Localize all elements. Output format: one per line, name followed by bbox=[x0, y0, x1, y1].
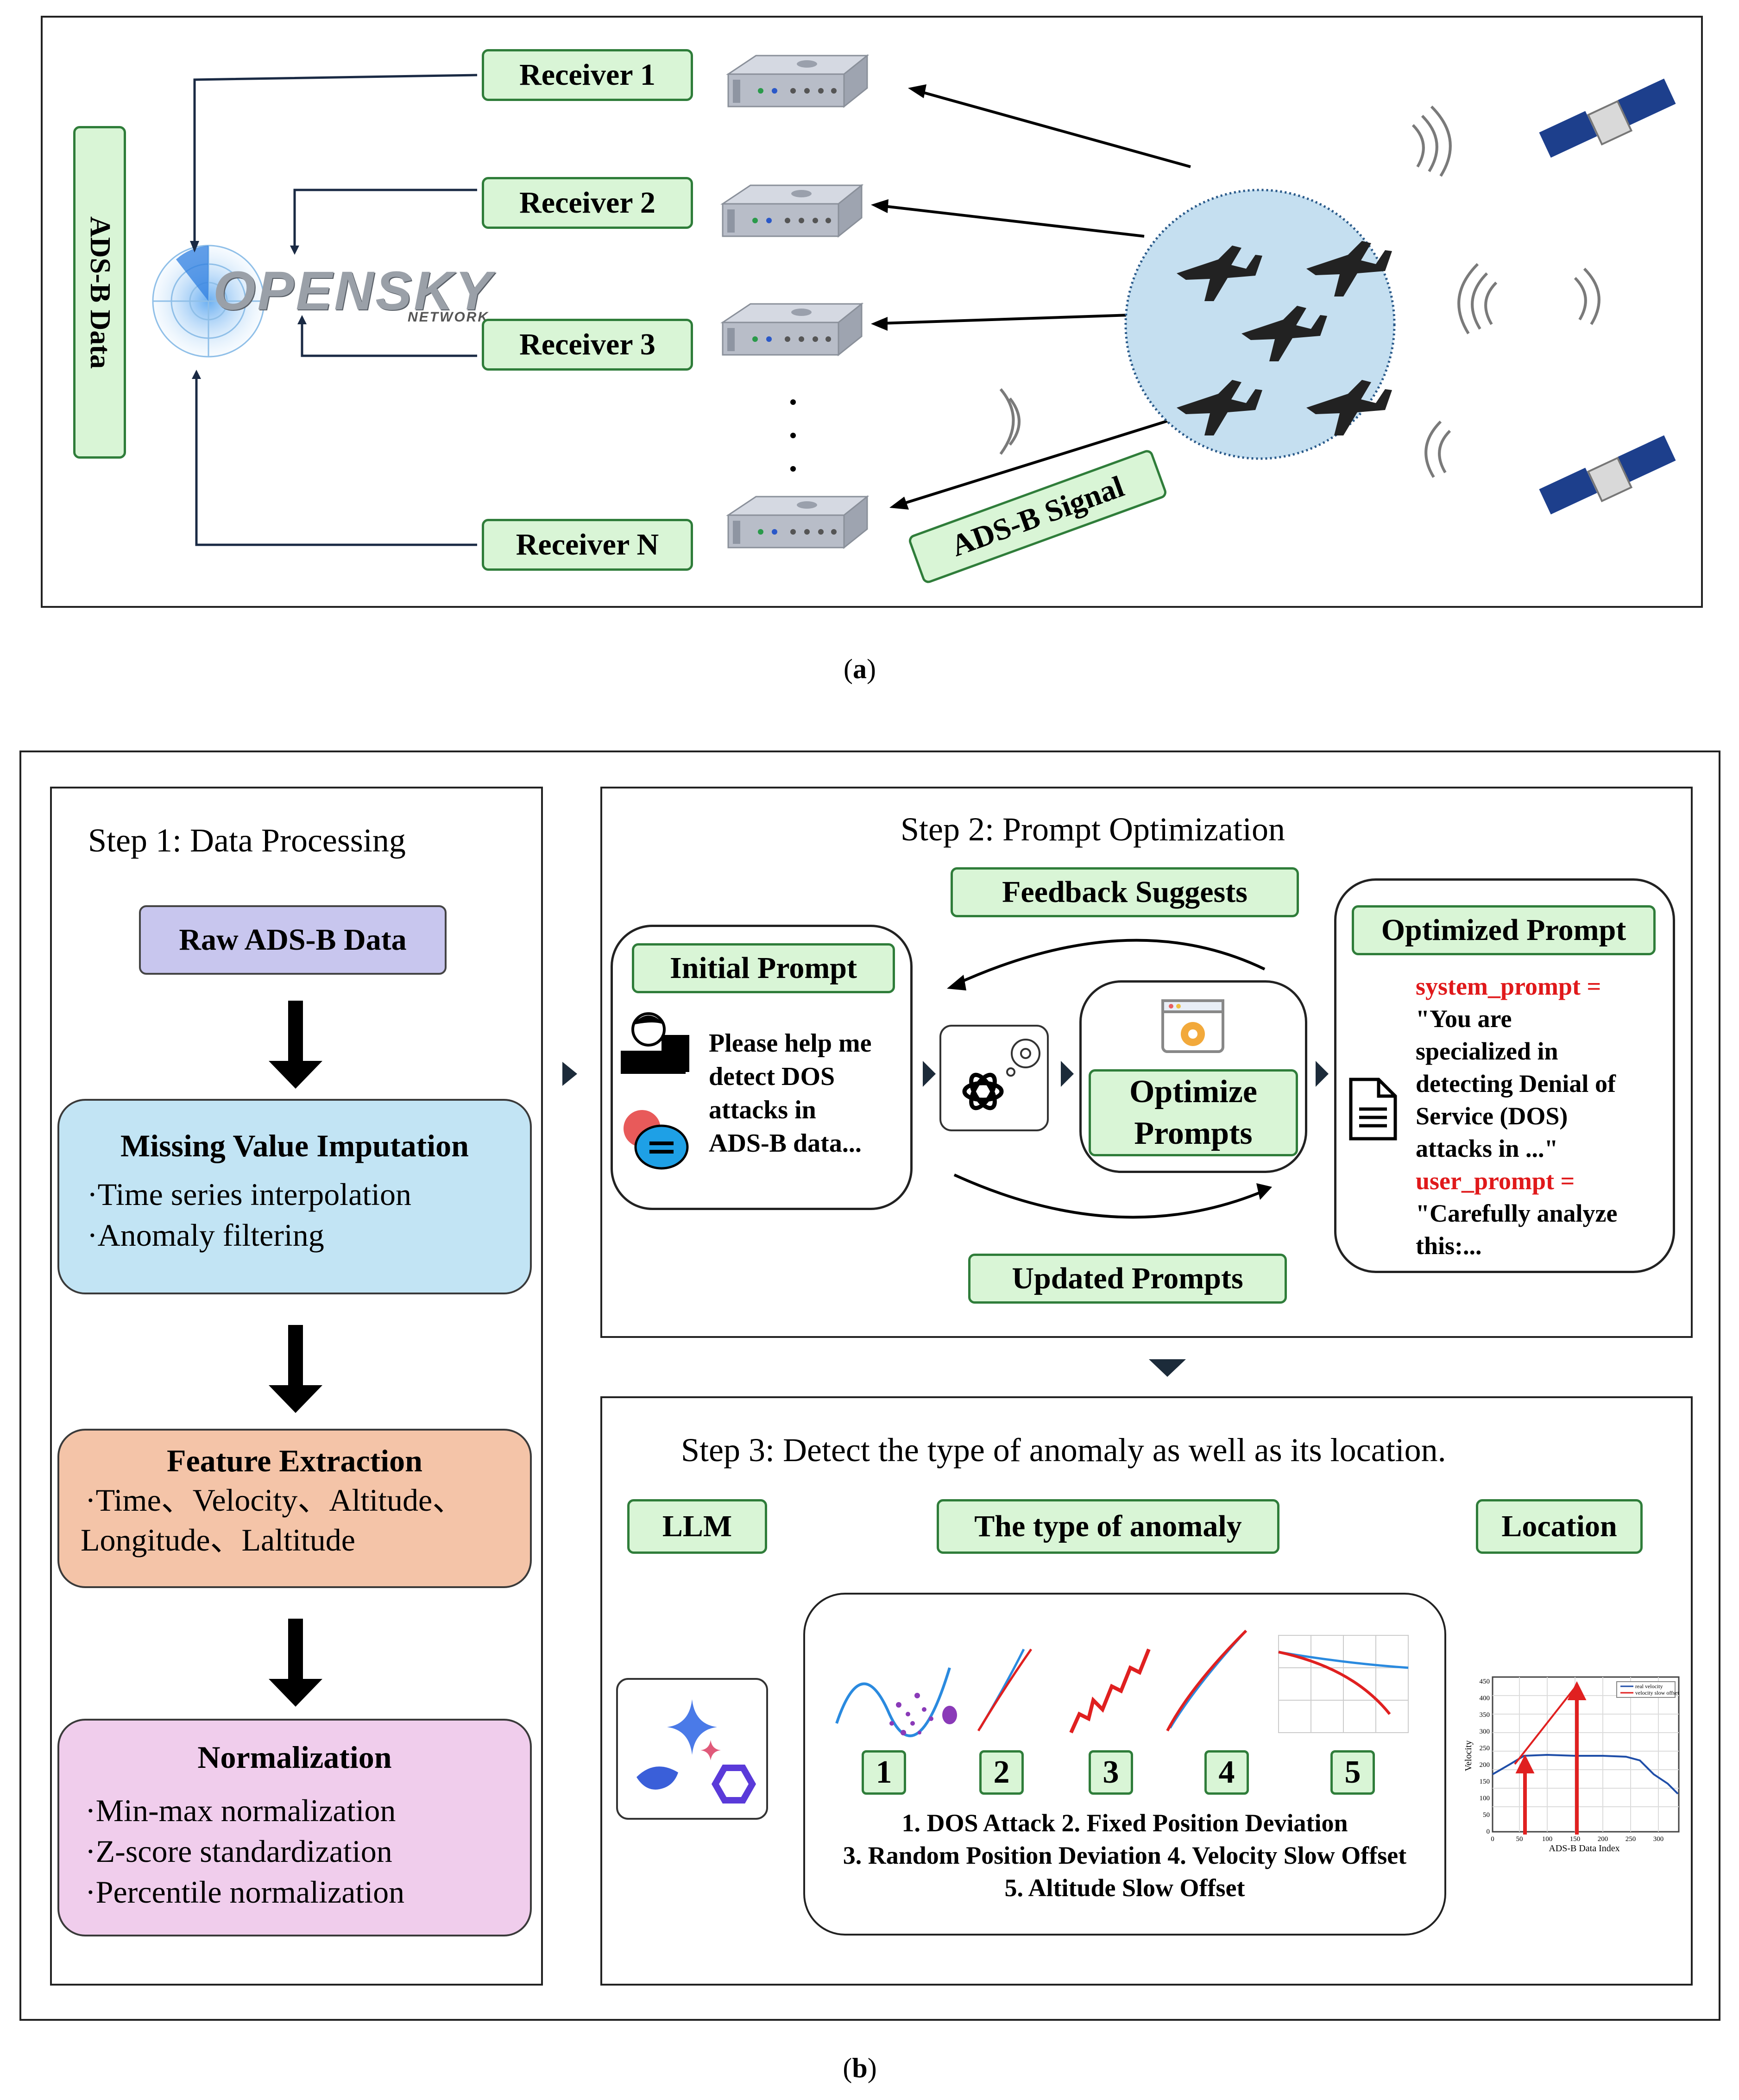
llm-box: LLM bbox=[627, 1499, 767, 1554]
receiver-3-box: Receiver 3 bbox=[482, 319, 693, 371]
chart-ytick: 300 bbox=[1480, 1728, 1490, 1735]
deepseek-icon bbox=[636, 1766, 678, 1790]
panel-a-frame bbox=[41, 16, 1703, 608]
ads-b-data-box: ADS-B Data bbox=[73, 126, 126, 459]
chatgpt-icon-box bbox=[939, 1025, 1049, 1131]
satellite-icon bbox=[1539, 78, 1676, 158]
chart-xtick: 200 bbox=[1598, 1835, 1608, 1843]
normalization-item: ·Percentile normalization bbox=[85, 1874, 405, 1910]
initial-prompt-text: Please help me detect DOS attacks in ADS… bbox=[709, 1029, 872, 1158]
anomaly-number-1: 1 bbox=[862, 1750, 906, 1795]
chart-xtick: 50 bbox=[1516, 1835, 1523, 1843]
document-icon bbox=[1349, 1078, 1397, 1141]
chart-ytick: 250 bbox=[1480, 1745, 1490, 1752]
chart-ytick: 400 bbox=[1480, 1695, 1490, 1702]
opensky-logo-text: OPENSKY bbox=[213, 260, 494, 322]
chart-xtick: 250 bbox=[1626, 1835, 1636, 1843]
settings-window-icon bbox=[1161, 999, 1224, 1053]
updated-prompts-label: Updated Prompts bbox=[1012, 1261, 1243, 1295]
missing-value-title: Missing Value Imputation bbox=[120, 1128, 469, 1163]
anomaly-number-3: 3 bbox=[1089, 1750, 1133, 1795]
location-label: Location bbox=[1501, 1509, 1617, 1543]
raw-data-box: Raw ADS-B Data bbox=[139, 905, 447, 975]
anomaly-number-2: 2 bbox=[979, 1750, 1024, 1795]
receiver-n-label: Receiver N bbox=[516, 528, 659, 561]
optimized-prompt-title-box: Optimized Prompt bbox=[1352, 905, 1656, 955]
feature-extraction-title: Feature Extraction bbox=[166, 1443, 423, 1478]
chart-ytick: 150 bbox=[1480, 1778, 1490, 1785]
chart-ytick: 450 bbox=[1480, 1678, 1490, 1685]
chart-xtick: 150 bbox=[1570, 1835, 1581, 1843]
optimize-prompts-label: Prompts bbox=[1134, 1116, 1253, 1151]
opensky-logo-subtext: NETWORK bbox=[408, 309, 489, 325]
feature-extraction-item: Longitude、Laltitude bbox=[81, 1522, 355, 1558]
feature-extraction-item: ·Time、Velocity、Altitude、 bbox=[85, 1482, 464, 1518]
opensky-radar-icon bbox=[152, 245, 265, 358]
receiver-3-label: Receiver 3 bbox=[519, 328, 655, 361]
chart-ytick: 0 bbox=[1487, 1828, 1490, 1835]
qwen-icon bbox=[711, 1765, 756, 1804]
normalization-box: Normalization ·Min-max normalization ·Z-… bbox=[57, 1719, 532, 1936]
aircraft-globe bbox=[999, 78, 1676, 515]
caption-b: (b) bbox=[843, 2053, 877, 2083]
step1-title: Step 1: Data Processing bbox=[88, 822, 406, 859]
chart-xlabel: ADS-B Data Index bbox=[1549, 1843, 1619, 1854]
missing-value-box: Missing Value Imputation ·Time series in… bbox=[57, 1099, 532, 1294]
optimize-prompts-label: Optimize bbox=[1129, 1074, 1258, 1110]
chart-xtick: 100 bbox=[1542, 1835, 1553, 1843]
chart-xtick: 300 bbox=[1653, 1835, 1664, 1843]
receiver-n-box: Receiver N bbox=[482, 519, 693, 571]
receiver-2-box: Receiver 2 bbox=[482, 177, 693, 229]
missing-value-item: ·Anomaly filtering bbox=[87, 1217, 324, 1253]
chart-legend-2: velocity slow offset bbox=[1635, 1690, 1679, 1696]
step2-title: Step 2: Prompt Optimization bbox=[901, 811, 1285, 848]
anomaly-list: 1. DOS Attack 2. Fixed Position Deviatio… bbox=[843, 1809, 1407, 1902]
anomaly-type-label: The type of anomaly bbox=[974, 1509, 1242, 1543]
chart-legend-1: real velocity bbox=[1635, 1683, 1663, 1690]
receiver-1-label: Receiver 1 bbox=[519, 58, 655, 92]
chart-xtick: 0 bbox=[1491, 1835, 1494, 1843]
raw-data-label: Raw ADS-B Data bbox=[179, 923, 407, 957]
llm-icons-box bbox=[616, 1678, 768, 1820]
chat-bubbles-icon bbox=[624, 1110, 689, 1170]
chart-ytick: 350 bbox=[1480, 1711, 1490, 1719]
chatgpt-icon bbox=[962, 1039, 1040, 1110]
location-box: Location bbox=[1476, 1499, 1643, 1554]
feedback-suggests-label: Feedback Suggests bbox=[1002, 875, 1248, 909]
receiver-connectors bbox=[190, 74, 1196, 546]
missing-value-item: ·Time series interpolation bbox=[87, 1177, 412, 1212]
anomaly-number-4: 4 bbox=[1204, 1750, 1249, 1795]
normalization-item: ·Min-max normalization bbox=[85, 1793, 396, 1828]
gemini-icon bbox=[667, 1699, 717, 1755]
optimize-prompts-box: Optimize Prompts bbox=[1089, 1069, 1298, 1156]
receiver-2-label: Receiver 2 bbox=[519, 186, 655, 220]
normalization-item: ·Z-score standardization bbox=[85, 1834, 392, 1869]
opensky-logo: OPENSKY NETWORK bbox=[152, 241, 519, 361]
chart-ytick: 50 bbox=[1483, 1811, 1490, 1819]
receiver-1-box: Receiver 1 bbox=[482, 49, 693, 101]
chart-ytick: 200 bbox=[1480, 1761, 1490, 1769]
feedback-suggests-box: Feedback Suggests bbox=[951, 867, 1299, 917]
chart-ytick: 100 bbox=[1480, 1795, 1490, 1802]
optimized-prompt-title: Optimized Prompt bbox=[1381, 913, 1626, 947]
satellite-icon bbox=[1539, 435, 1676, 515]
optimized-prompt-text: system_prompt = "You are specialized in … bbox=[1416, 972, 1618, 1260]
normalization-title: Normalization bbox=[197, 1740, 392, 1775]
feature-extraction-box: Feature Extraction ·Time、Velocity、Altitu… bbox=[57, 1429, 532, 1588]
caption-a: (a) bbox=[844, 654, 876, 684]
step3-title: Step 3: Detect the type of anomaly as we… bbox=[681, 1432, 1446, 1469]
anomaly-type-box: The type of anomaly bbox=[937, 1499, 1279, 1554]
anomaly-number-5: 5 bbox=[1330, 1750, 1375, 1795]
user-icon bbox=[621, 1012, 689, 1074]
updated-prompts-box: Updated Prompts bbox=[968, 1254, 1287, 1304]
initial-prompt-title: Initial Prompt bbox=[670, 951, 857, 985]
chart-ylabel: Velocity bbox=[1463, 1741, 1474, 1772]
llm-label: LLM bbox=[662, 1509, 732, 1543]
llm-logos bbox=[636, 1699, 756, 1804]
initial-prompt-title-box: Initial Prompt bbox=[632, 943, 895, 993]
